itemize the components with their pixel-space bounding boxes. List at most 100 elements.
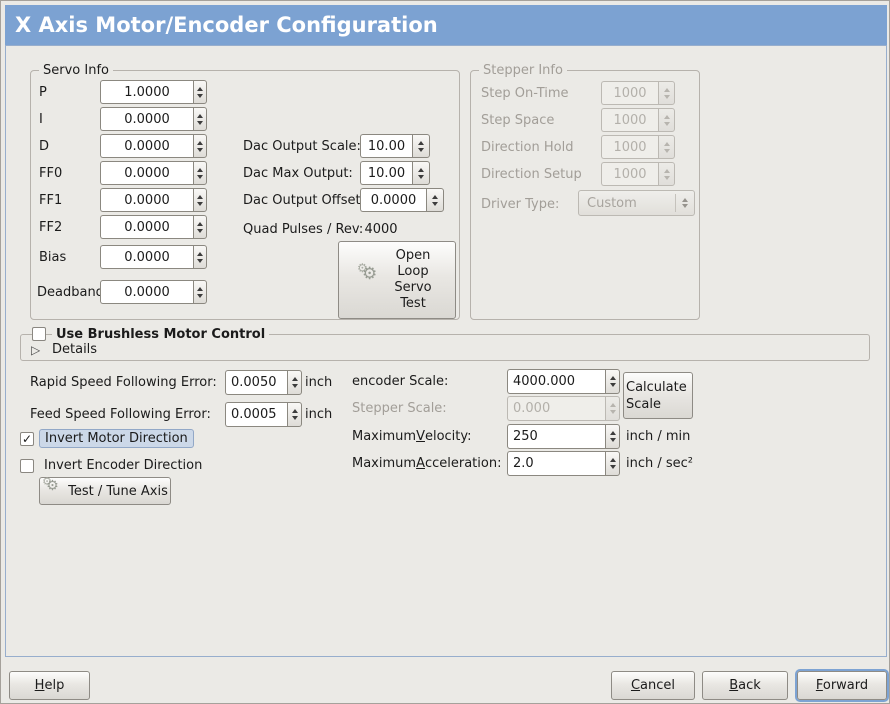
test-tune-axis-button[interactable]: ⚙⚙ Test / Tune Axis [39,475,171,505]
stepper-scale-input: 0.000 [507,396,605,421]
spin-down-icon[interactable] [432,201,438,206]
step-on-time-label: Step On-Time [481,85,569,101]
spin-down-icon[interactable] [197,293,203,298]
spin-up-icon[interactable] [197,140,203,145]
dac-output-offset-input[interactable]: 0.0000 [360,188,426,212]
spin-up-icon[interactable] [418,167,424,172]
ff1-input[interactable]: 0.0000 [100,188,193,212]
ff0-spin-buttons[interactable] [193,161,207,185]
cancel-button[interactable]: Cancel [611,671,695,700]
spin-up-icon[interactable] [197,113,203,118]
spin-down-icon[interactable] [291,416,298,420]
i-label: I [39,111,43,127]
spin-down-icon[interactable] [197,93,203,98]
spin-down-icon[interactable] [609,383,616,387]
use-brushless-checkbox[interactable] [32,327,46,341]
spin-down-icon[interactable] [197,174,203,179]
bias-spin-buttons[interactable] [193,245,207,269]
dac-output-offset-label: Dac Output Offset: [243,192,365,208]
invert-motor-label[interactable]: Invert Motor Direction [39,429,194,448]
spin-down-icon[interactable] [197,147,203,152]
calculate-scale-button[interactable]: Calculate Scale [623,372,693,419]
feed-following-error-spin-buttons[interactable] [287,402,302,427]
spin-down-icon[interactable] [609,465,616,469]
rapid-following-error-spin-buttons[interactable] [287,370,302,395]
forward-button[interactable]: Forward [797,671,887,700]
spin-up-icon[interactable] [432,194,438,199]
spin-down-icon[interactable] [197,120,203,125]
ff2-input[interactable]: 0.0000 [100,215,193,239]
d-spin-buttons[interactable] [193,134,207,158]
d-input[interactable]: 0.0000 [100,134,193,158]
driver-type-label: Driver Type: [481,196,560,212]
ff2-spin-buttons[interactable] [193,215,207,239]
direction-hold-label: Direction Hold [481,139,574,155]
feed-following-error-unit: inch [305,407,333,422]
ff0-label: FF0 [39,165,63,181]
spin-up-icon[interactable] [197,194,203,199]
direction-hold-spinbox: 1000 [601,135,675,159]
step-on-time-input: 1000 [601,81,658,105]
max-acceleration-spin-buttons[interactable] [605,451,620,476]
p-spin-buttons[interactable] [193,80,207,104]
dac-max-output-spin-buttons[interactable] [412,161,430,185]
i-spinbox: 0.0000 [100,107,207,131]
spin-down-icon[interactable] [418,174,424,179]
p-label: P [39,84,47,100]
spin-down-icon[interactable] [197,201,203,206]
invert-encoder-label[interactable]: Invert Encoder Direction [44,458,203,473]
i-input[interactable]: 0.0000 [100,107,193,131]
max-acceleration-input[interactable]: 2.0 [507,451,605,476]
spin-up-icon[interactable] [609,458,616,462]
page-title: X Axis Motor/Encoder Configuration [5,5,887,45]
spin-down-icon [682,204,688,208]
ff0-input[interactable]: 0.0000 [100,161,193,185]
spin-up-icon[interactable] [291,377,298,381]
dac-output-offset-spin-buttons[interactable] [426,188,444,212]
expander-triangle-icon[interactable]: ▷ [31,343,41,357]
deadband-input[interactable]: 0.0000 [100,280,193,304]
spin-up-icon[interactable] [197,221,203,226]
spin-up-icon[interactable] [197,167,203,172]
spin-up-icon[interactable] [418,140,424,145]
spin-up-icon[interactable] [197,286,203,291]
spin-up-icon[interactable] [197,251,203,256]
back-button[interactable]: Back [702,671,788,700]
encoder-scale-spin-buttons[interactable] [605,369,620,394]
step-space-input: 1000 [601,108,658,132]
ff1-spin-buttons[interactable] [193,188,207,212]
spin-up-icon[interactable] [291,409,298,413]
dac-output-scale-input[interactable]: 10.00 [360,134,412,158]
spin-down-icon[interactable] [197,228,203,233]
spin-up-icon[interactable] [609,431,616,435]
i-spin-buttons[interactable] [193,107,207,131]
open-loop-servo-test-button[interactable]: ⚙⚙ Open Loop Servo Test [338,241,456,319]
details-expander[interactable]: Details [52,342,98,357]
step-on-time-spin-buttons [658,81,675,105]
rapid-following-error-input[interactable]: 0.0050 [225,370,287,395]
spin-down-icon[interactable] [609,438,616,442]
spin-up-icon [663,114,670,119]
dac-output-scale-spin-buttons[interactable] [412,134,430,158]
spin-down-icon[interactable] [291,384,298,388]
spin-up-icon[interactable] [609,376,616,380]
spin-up-icon[interactable] [197,86,203,91]
spin-down-icon[interactable] [418,147,424,152]
invert-encoder-checkbox[interactable] [20,459,34,473]
feed-following-error-spinbox: 0.0005 [225,402,302,427]
max-velocity-input[interactable]: 250 [507,424,605,449]
invert-motor-checkbox[interactable]: ✓ [20,432,34,446]
p-input[interactable]: 1.0000 [100,80,193,104]
bias-input[interactable]: 0.0000 [100,245,193,269]
use-brushless-label[interactable]: Use Brushless Motor Control [52,327,270,342]
help-button[interactable]: Help [9,671,90,700]
dac-max-output-input[interactable]: 10.00 [360,161,412,185]
feed-following-error-input[interactable]: 0.0005 [225,402,287,427]
bias-spinbox: 0.0000 [100,245,207,269]
deadband-spin-buttons[interactable] [193,280,207,304]
encoder-scale-input[interactable]: 4000.000 [507,369,605,394]
d-label: D [39,138,50,154]
spin-down-icon[interactable] [197,258,203,263]
driver-type-select: Custom [578,190,695,216]
max-velocity-spin-buttons[interactable] [605,424,620,449]
